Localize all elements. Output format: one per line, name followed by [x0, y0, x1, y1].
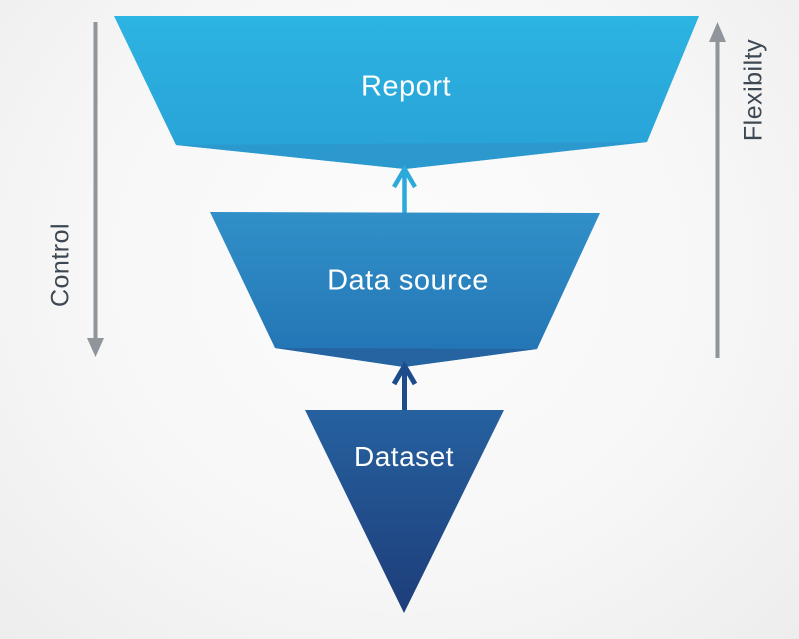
- dataset-label: Dataset: [354, 441, 454, 472]
- dataset-shape: [305, 410, 504, 613]
- report-shape-fold: [176, 142, 647, 169]
- data-source-shape-fold: [275, 348, 537, 367]
- upward-arrow-light-icon: [392, 164, 417, 213]
- data-source-label: Data source: [327, 264, 489, 297]
- flexibility-axis-label: Flexibilty: [739, 38, 768, 142]
- arrow-down-icon: [87, 338, 104, 357]
- upward-arrow-dark-icon: [391, 361, 418, 410]
- control-axis-label: Control: [46, 222, 75, 308]
- data-source-shape: [210, 212, 600, 367]
- report-shape: [114, 16, 699, 169]
- report-label: Report: [360, 70, 452, 103]
- arrow-up-icon: [709, 22, 726, 42]
